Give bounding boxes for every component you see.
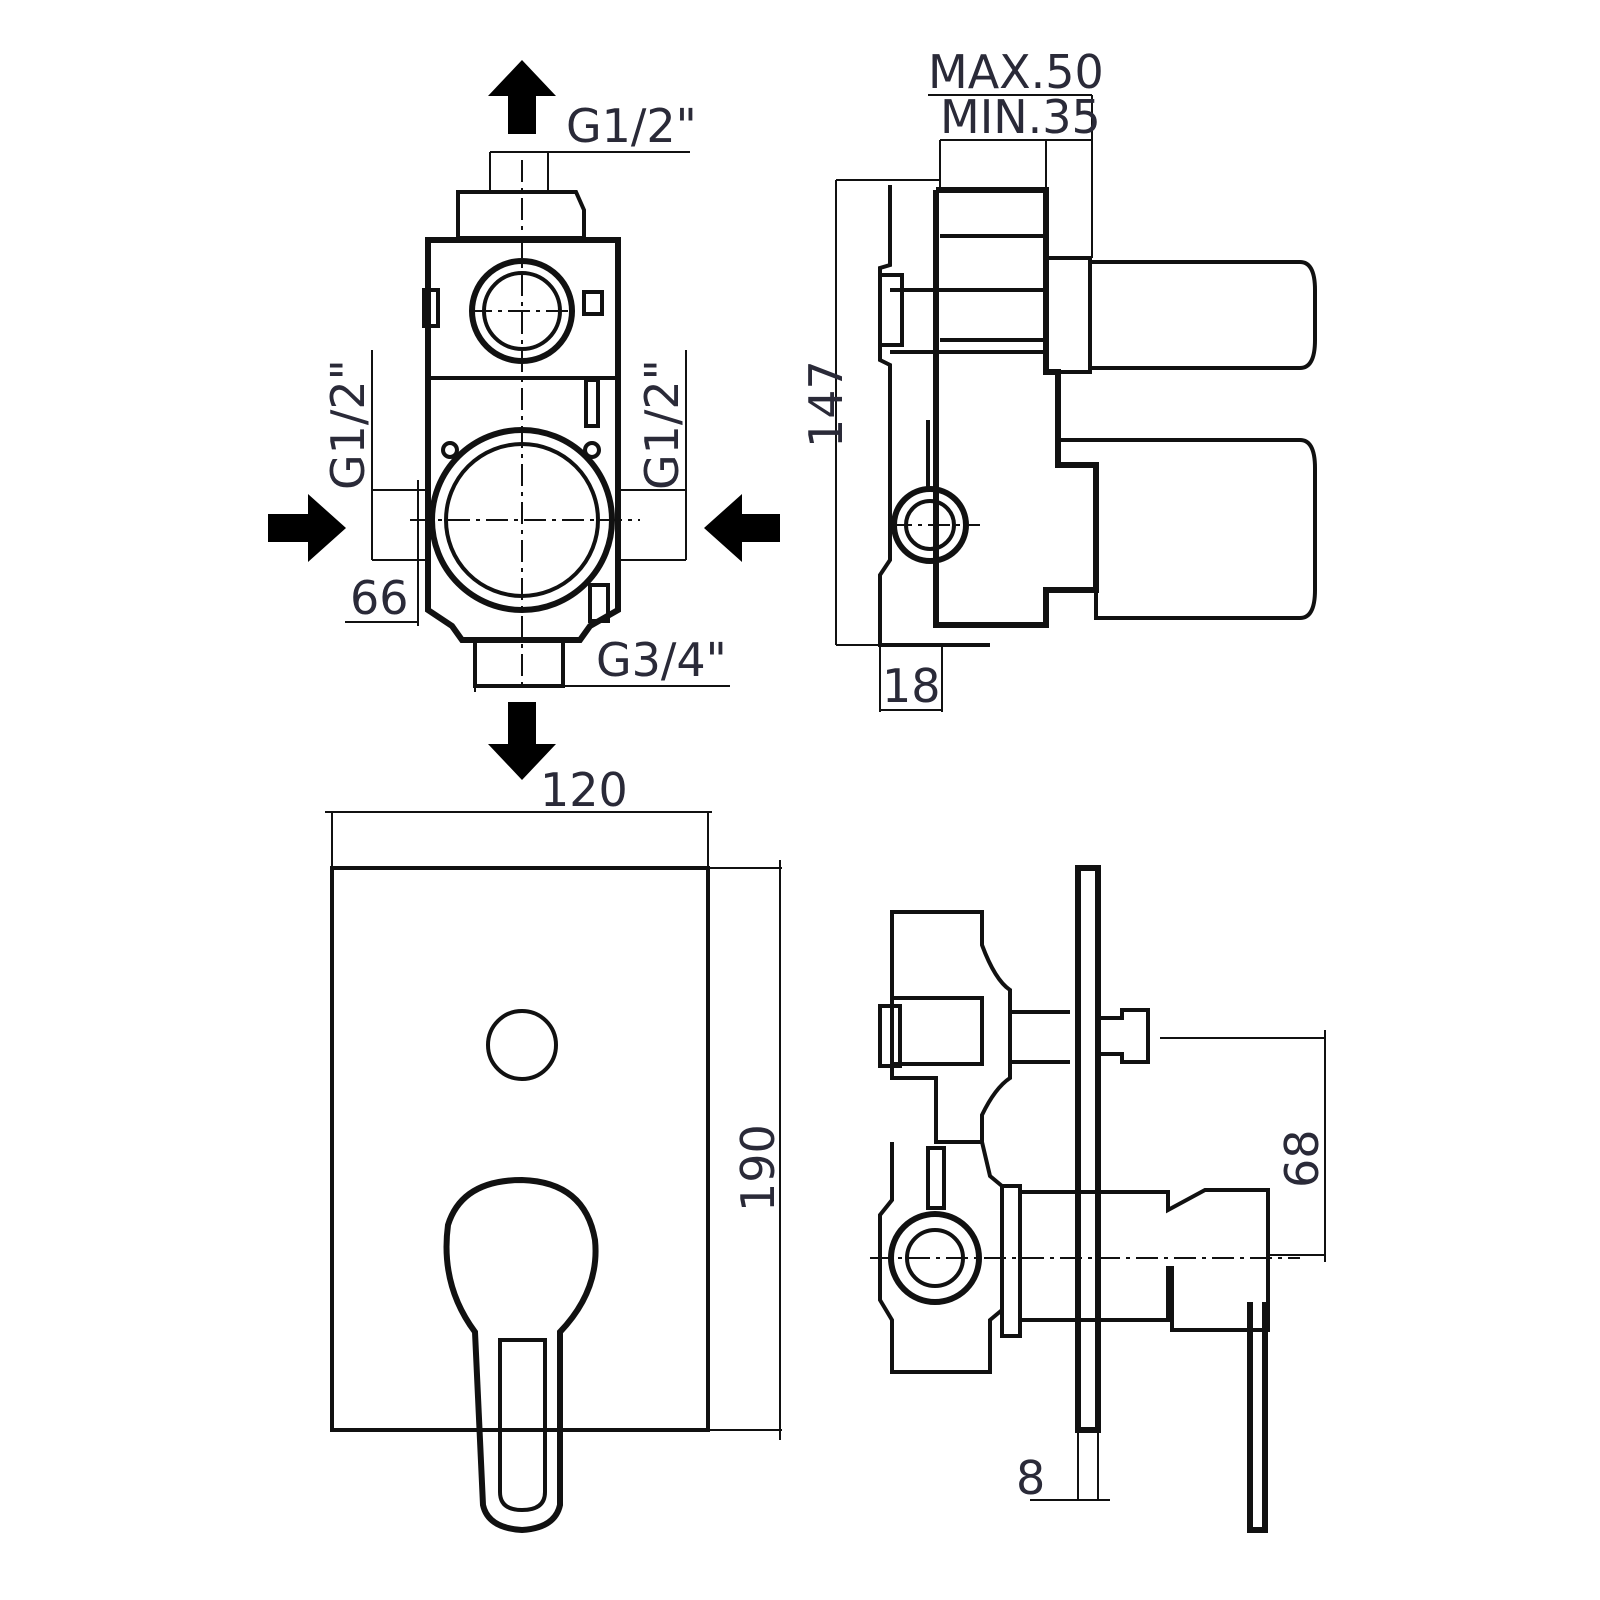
arrow-right-icon bbox=[268, 494, 346, 562]
valve-body-front-view bbox=[345, 151, 730, 692]
diverter-knob bbox=[486, 1009, 558, 1081]
flow-arrows bbox=[268, 60, 780, 780]
handle-outline bbox=[443, 1176, 599, 1534]
label-handle-offset: 68 bbox=[1275, 1129, 1329, 1188]
label-left-offset: 66 bbox=[350, 571, 409, 625]
label-wall-min: MIN.35 bbox=[940, 90, 1101, 144]
label-wall-max: MAX.50 bbox=[928, 45, 1104, 99]
arrow-left-icon bbox=[704, 494, 780, 562]
label-flange-depth: 18 bbox=[882, 659, 941, 713]
assembly-side-view bbox=[870, 865, 1326, 1533]
label-top-outlet: G1/2" bbox=[566, 99, 697, 153]
label-plate-thickness: 8 bbox=[1016, 1451, 1045, 1505]
label-body-height: 147 bbox=[799, 360, 853, 448]
arrow-down-icon bbox=[488, 702, 556, 780]
arrow-up-icon bbox=[488, 60, 556, 134]
valve-body-side-view bbox=[835, 94, 1317, 712]
label-right-inlet: G1/2" bbox=[635, 359, 689, 490]
dimension-labels: G1/2" G1/2" G1/2" 66 G3/4" MAX.50 MIN.35… bbox=[321, 45, 1329, 1505]
label-left-inlet: G1/2" bbox=[321, 359, 375, 490]
label-plate-height: 190 bbox=[731, 1124, 785, 1212]
label-plate-width: 120 bbox=[540, 763, 628, 817]
cover-plate-front-view bbox=[325, 811, 782, 1534]
label-bottom-outlet: G3/4" bbox=[596, 633, 727, 687]
